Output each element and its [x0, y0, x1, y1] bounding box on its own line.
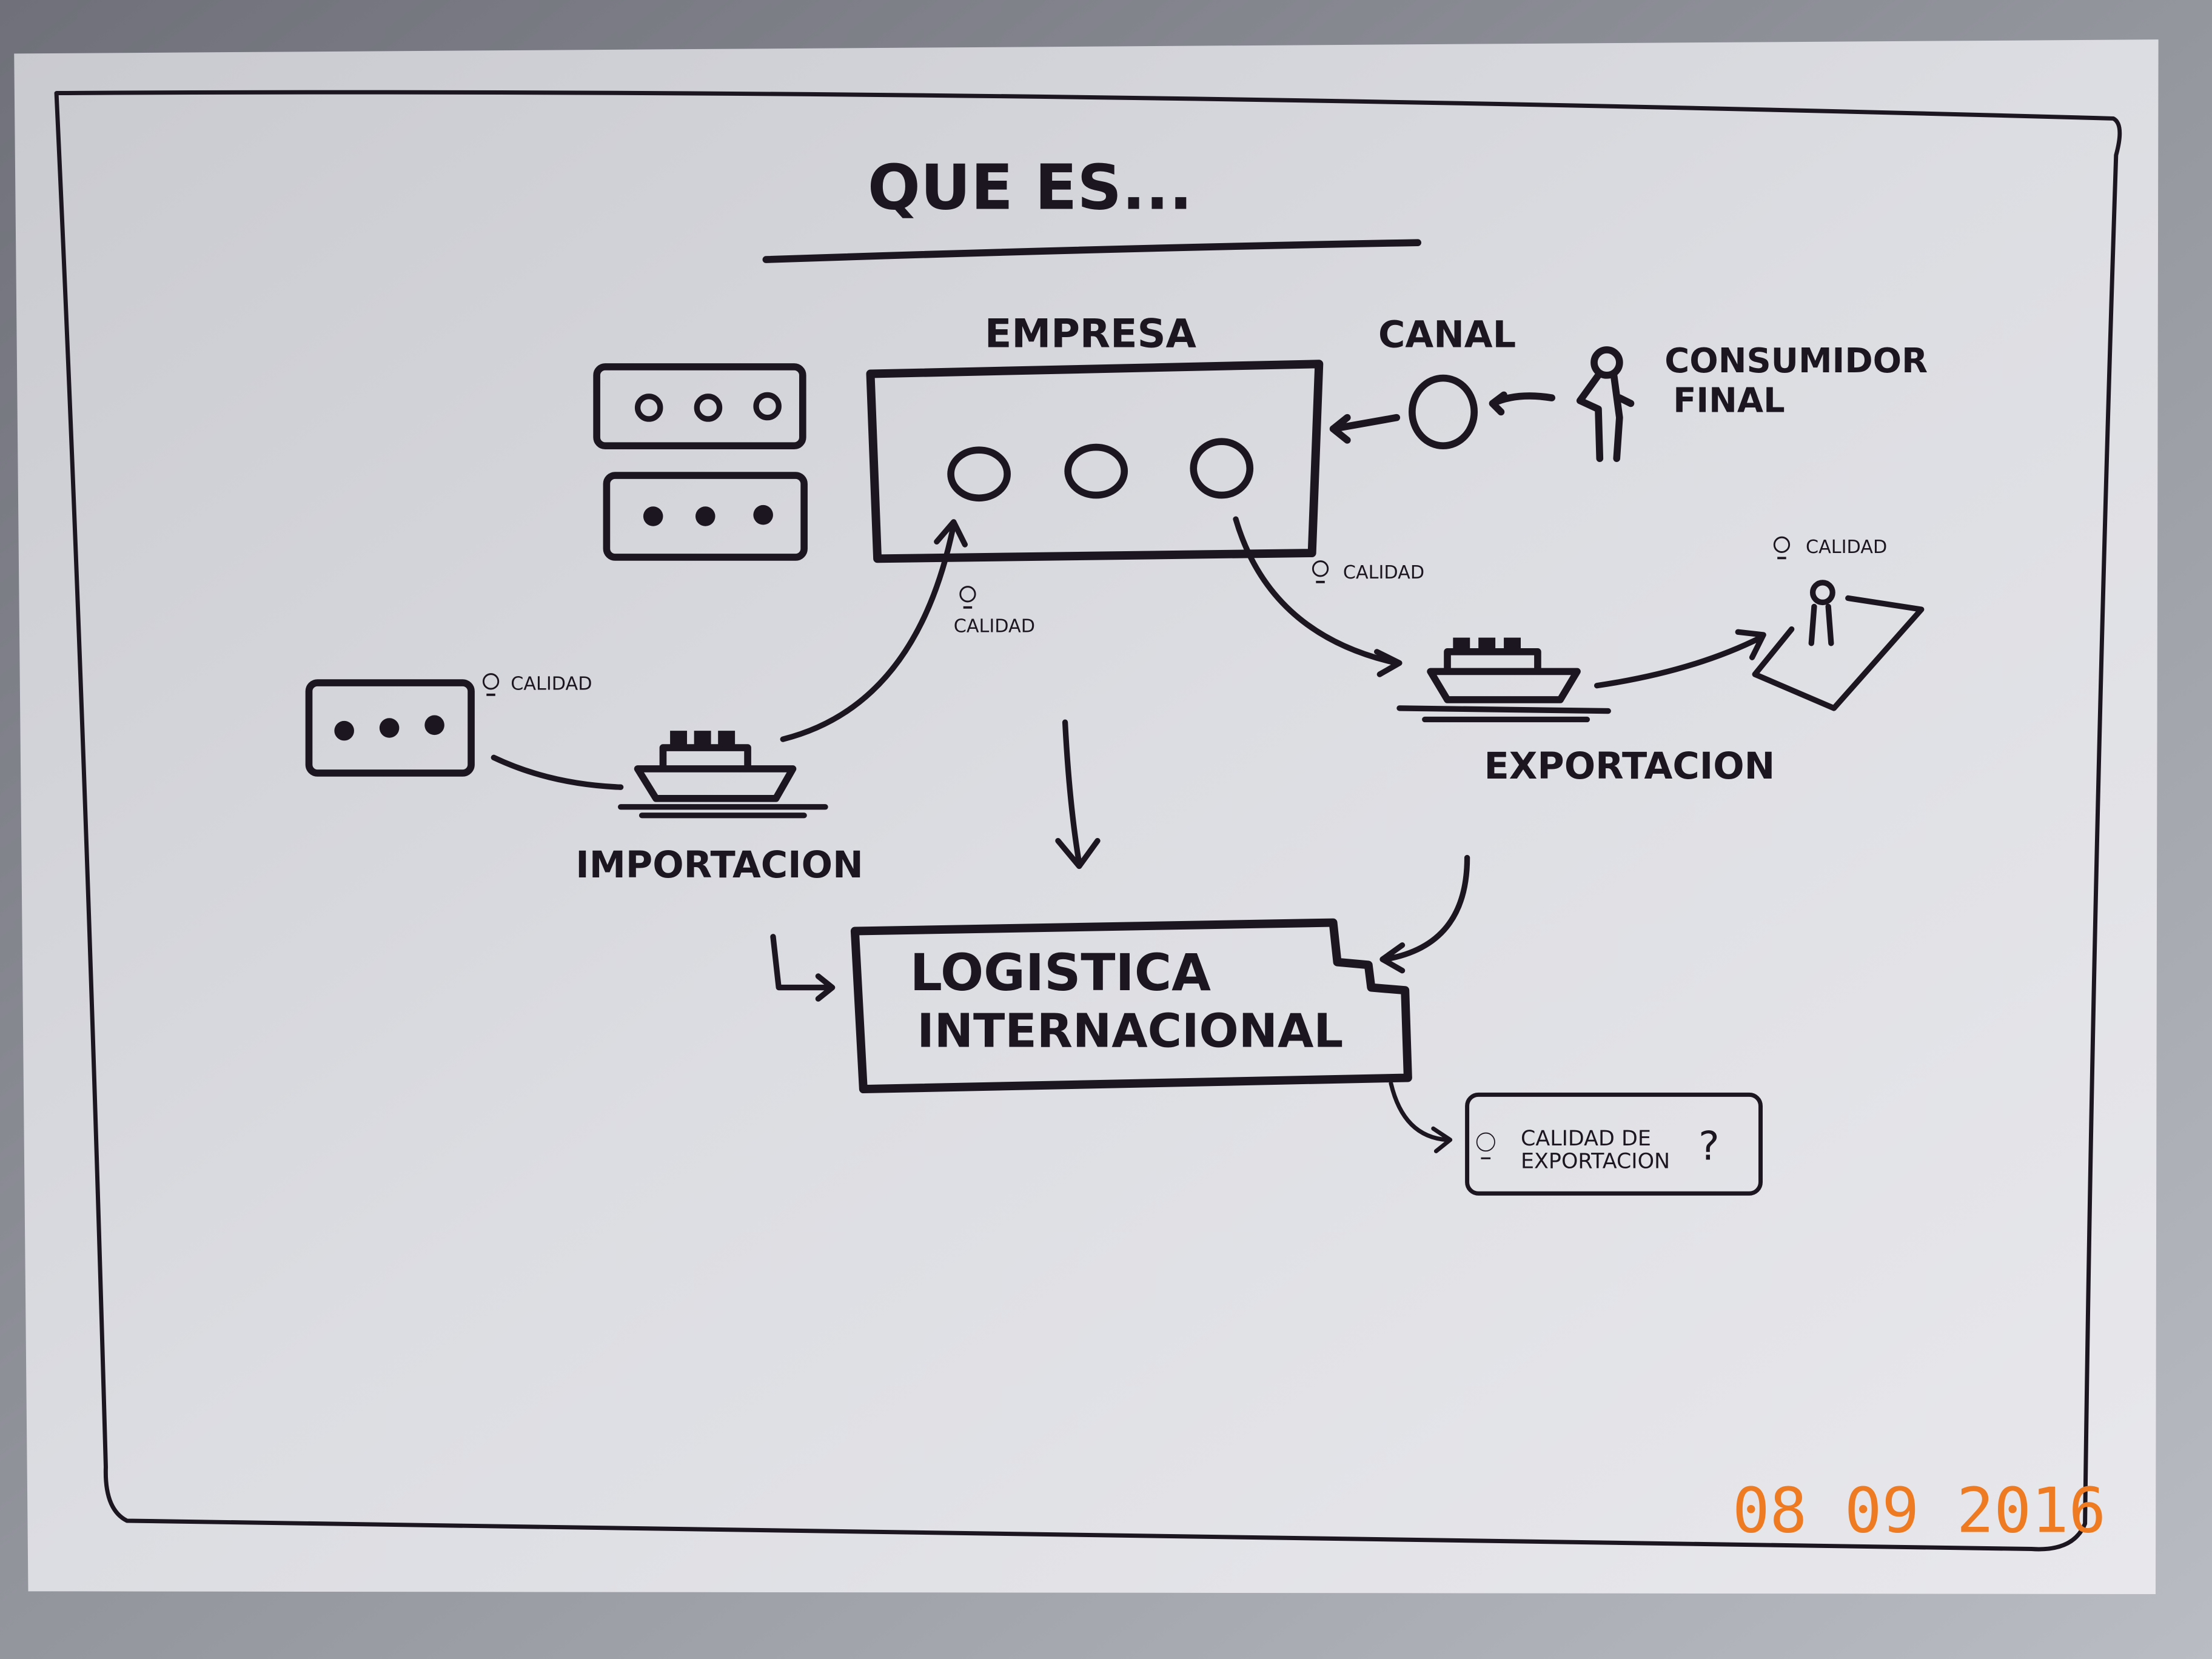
consumer-person-icon	[1576, 346, 1635, 462]
canal-label: CANAL	[1378, 313, 1516, 356]
question-line1: CALIDAD DE	[1521, 1127, 1651, 1151]
title-underline	[762, 239, 1421, 263]
arrow-consumer-to-canal	[1489, 391, 1555, 416]
import-line	[491, 754, 624, 790]
question-mark: ?	[1698, 1124, 1720, 1169]
title: QUE ES...	[868, 152, 1193, 224]
svg-text:⍜: ⍜	[959, 578, 976, 611]
logistica-box	[850, 918, 1412, 1094]
dot	[634, 394, 663, 422]
svg-text:CALIDAD: CALIDAD	[1806, 537, 1887, 558]
dot	[695, 506, 716, 526]
empresa-circle	[947, 446, 1011, 502]
svg-text:CALIDAD: CALIDAD	[954, 615, 1035, 637]
dot	[424, 715, 444, 736]
arrow-empresa-to-logistica	[1055, 719, 1101, 870]
date-stamp: 08 09 2016	[1732, 1475, 2106, 1547]
exportacion-label: EXPORTACION	[1484, 745, 1775, 788]
svg-text:⍜: ⍜	[1773, 528, 1790, 561]
arrow-import-to-empresa	[780, 519, 968, 742]
empresa-box	[866, 360, 1324, 563]
svg-text:⍜: ⍜	[483, 665, 500, 698]
dot	[753, 504, 773, 525]
quality-tag: ⍜ CALIDAD	[483, 665, 592, 698]
importacion-label: IMPORTACION	[575, 844, 863, 886]
arrow-export-to-market	[1594, 629, 1766, 689]
foreign-supplier-box	[305, 679, 475, 777]
dot	[379, 718, 400, 738]
consumer-label-line1: CONSUMIDOR	[1664, 341, 1928, 381]
dot	[643, 506, 663, 526]
dot	[334, 720, 354, 741]
import-ship-icon	[618, 731, 828, 819]
arrow-export-to-logistica	[1379, 854, 1470, 974]
empresa-circle	[1190, 438, 1254, 499]
arrow-import-to-logistica	[770, 934, 836, 1002]
quality-tag: ⍜ CALIDAD	[1773, 528, 1887, 561]
question-line2: EXPORTACION	[1521, 1149, 1670, 1173]
quality-icon: ⍜	[1476, 1123, 1496, 1162]
outer-frame	[54, 90, 2122, 1552]
question-box	[1465, 1092, 1763, 1196]
dot	[694, 394, 723, 422]
svg-text:⍜: ⍜	[1312, 552, 1329, 585]
arrow-to-question	[1389, 1081, 1453, 1153]
paper-sheet	[14, 39, 2159, 1594]
logistica-label-line2: INTERNACIONAL	[917, 1004, 1343, 1058]
foreign-customer-icon	[1752, 580, 1925, 711]
export-ship-icon	[1396, 637, 1611, 723]
arrow-canal-to-empresa	[1329, 414, 1401, 444]
logistica-label-line1: LOGISTICA	[910, 943, 1212, 1002]
quality-tag: ⍜ CALIDAD	[954, 578, 1035, 637]
empresa-label: EMPRESA	[985, 311, 1197, 357]
dot	[753, 392, 782, 421]
supplier-box	[603, 472, 808, 561]
svg-text:CALIDAD: CALIDAD	[511, 674, 592, 695]
empresa-circle	[1064, 443, 1128, 499]
consumer-label-line2: FINAL	[1673, 381, 1785, 420]
quality-tag: ⍜ CALIDAD	[1312, 552, 1424, 585]
canal-circle	[1409, 374, 1478, 449]
arrow-empresa-to-export	[1233, 516, 1403, 677]
svg-text:CALIDAD: CALIDAD	[1343, 562, 1424, 583]
supplier-box	[593, 363, 806, 449]
